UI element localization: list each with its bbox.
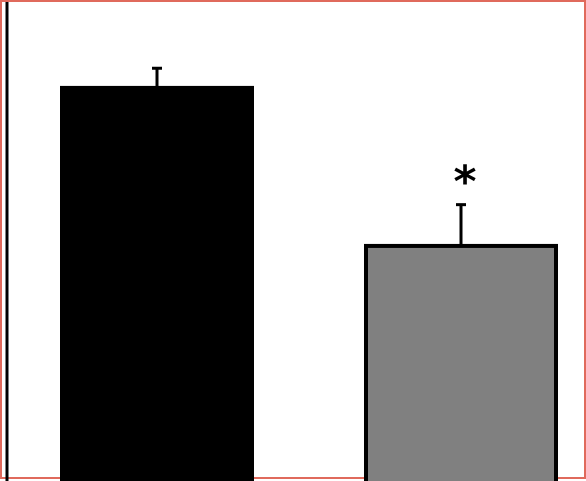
bars-layer: *	[60, 66, 558, 481]
significance-marker-2: *	[453, 157, 476, 208]
bar-1	[60, 85, 254, 481]
bar-2	[364, 243, 558, 481]
